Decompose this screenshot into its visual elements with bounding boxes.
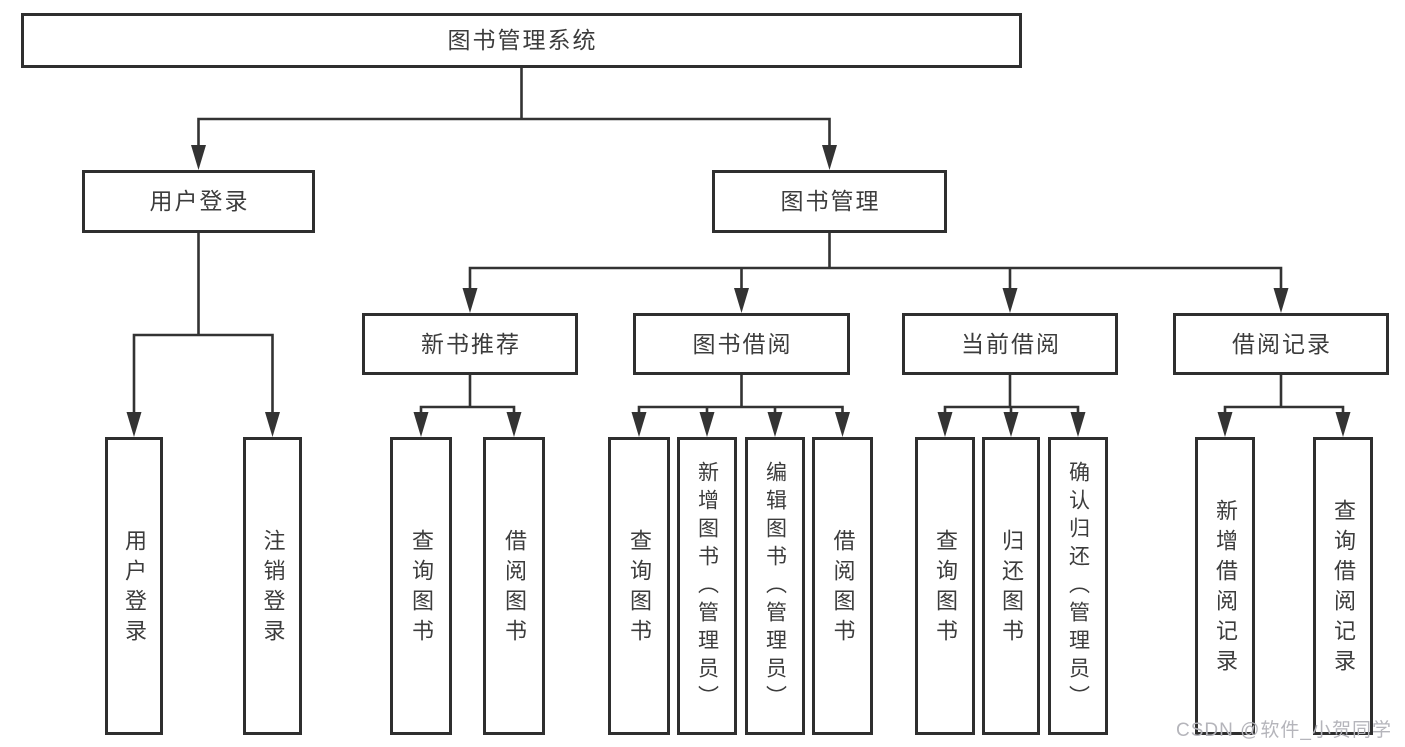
watermark-text: CSDN @软件_小贺同学 (1176, 720, 1392, 741)
node-bb-edit-book: 编辑图书（管理员） (745, 437, 805, 735)
node-current-borrow: 当前借阅 (902, 313, 1118, 375)
arrowhead-icon (734, 288, 749, 313)
node-br-add-record: 新增借阅记录 (1195, 437, 1255, 735)
node-bb-query-book: 查询图书 (608, 437, 670, 735)
arrowhead-icon (631, 412, 647, 437)
arrowhead-icon (699, 412, 715, 437)
arrowhead-icon (1070, 412, 1086, 437)
arrowhead-icon (265, 412, 280, 437)
arrowhead-icon (462, 288, 478, 313)
arrowhead-icon (1003, 412, 1019, 437)
arrowhead-icon (1273, 288, 1289, 313)
node-br-query-record: 查询借阅记录 (1313, 437, 1373, 735)
node-cb-confirm-return: 确认归还（管理员） (1048, 437, 1108, 735)
arrowhead-icon (413, 412, 429, 437)
node-bb-add-book: 新增图书（管理员） (677, 437, 737, 735)
node-cb-query-book: 查询图书 (915, 437, 975, 735)
node-borrow-record: 借阅记录 (1173, 313, 1389, 375)
node-logout-leaf: 注销登录 (243, 437, 302, 735)
node-book-mgmt: 图书管理 (712, 170, 947, 233)
arrowhead-icon (822, 145, 837, 170)
node-root: 图书管理系统 (21, 13, 1022, 68)
arrowhead-icon (835, 412, 850, 437)
arrowhead-icon (1335, 412, 1351, 437)
arrowhead-icon (191, 145, 206, 170)
arrowhead-icon (506, 412, 522, 437)
node-book-borrow: 图书借阅 (633, 313, 850, 375)
node-new-book-rec: 新书推荐 (362, 313, 578, 375)
arrowhead-icon (126, 412, 142, 437)
arrowhead-icon (767, 412, 783, 437)
node-rec-query-book: 查询图书 (390, 437, 452, 735)
node-login-leaf: 用户登录 (105, 437, 163, 735)
arrowhead-icon (1002, 288, 1018, 313)
node-rec-borrow-book: 借阅图书 (483, 437, 545, 735)
node-cb-return-book: 归还图书 (982, 437, 1040, 735)
arrowhead-icon (1217, 412, 1233, 437)
node-bb-borrow-book: 借阅图书 (812, 437, 873, 735)
arrowhead-icon (937, 412, 953, 437)
node-user-login: 用户登录 (82, 170, 315, 233)
